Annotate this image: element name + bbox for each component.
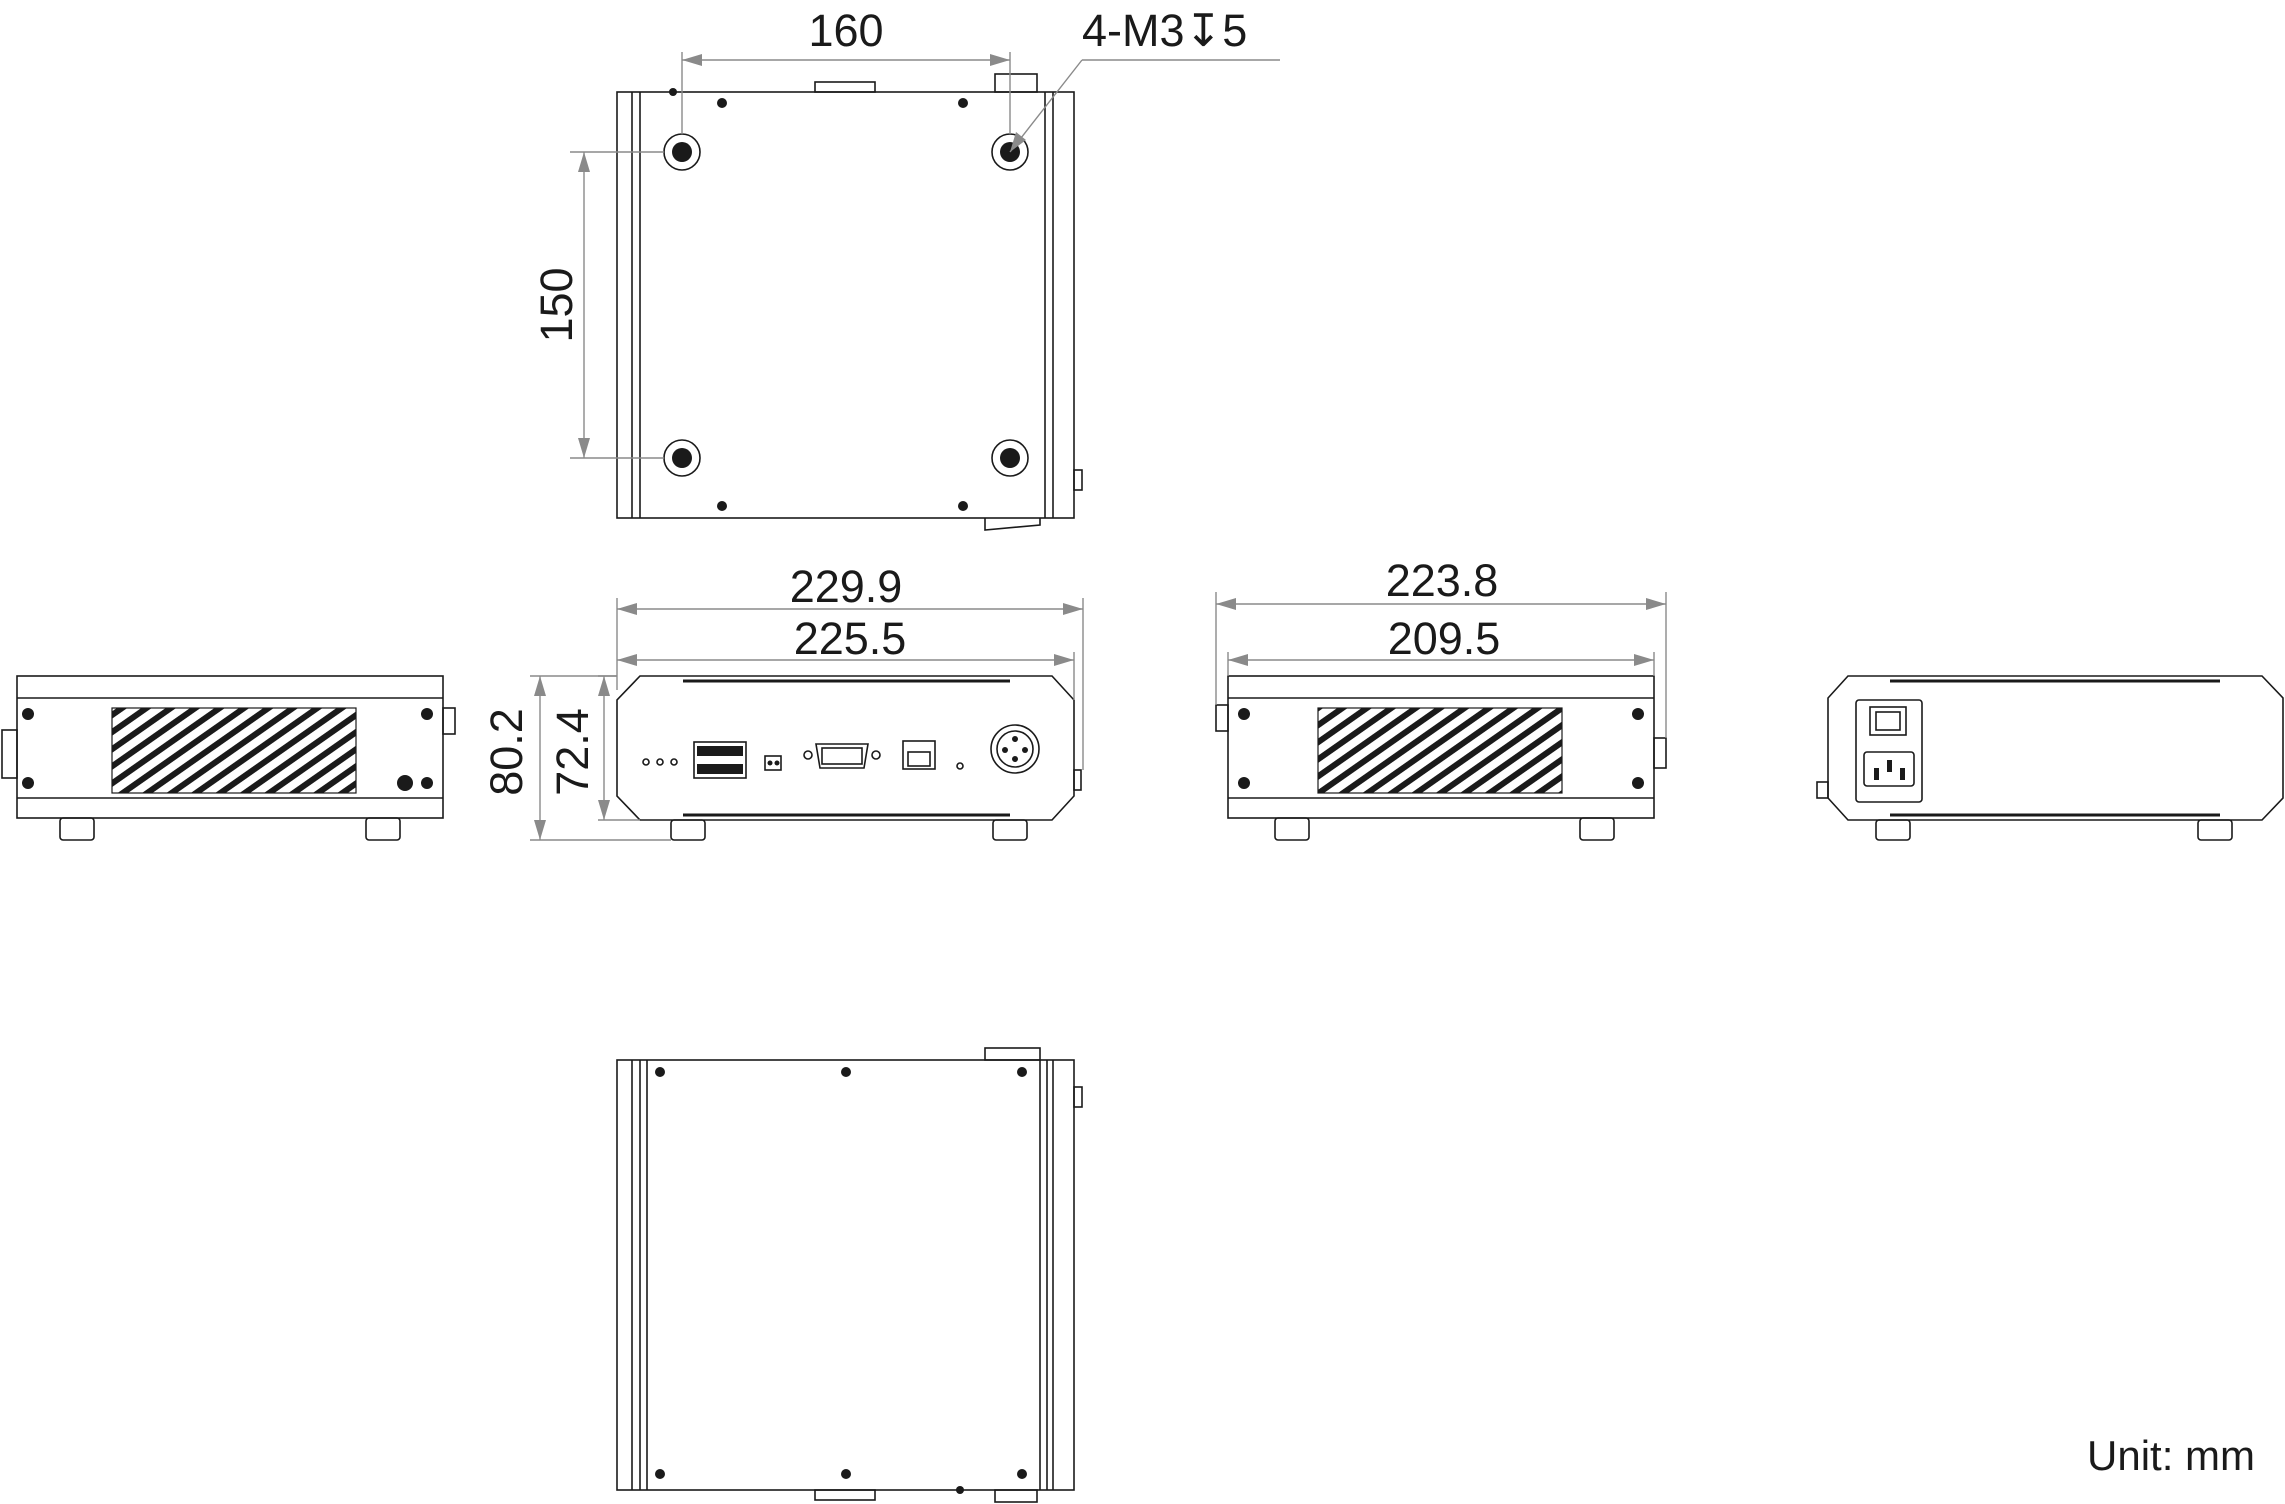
right-side-view — [1215, 592, 1667, 841]
power-inlet — [1863, 751, 1915, 787]
dim-150-label: 150 — [531, 267, 582, 342]
front-view — [530, 598, 1084, 841]
db-connector — [803, 743, 881, 769]
dim-223-8-label: 223.8 — [1386, 555, 1499, 606]
dim-225-5-label: 225.5 — [794, 613, 907, 664]
foot-bottom-right — [991, 439, 1029, 477]
terminal-block — [693, 741, 747, 779]
round-connector — [990, 724, 1040, 774]
dim-72-4-label: 72.4 — [547, 708, 598, 796]
rear-view — [1816, 675, 2284, 841]
top-view — [570, 52, 1280, 531]
dim-209-5-label: 209.5 — [1388, 613, 1501, 664]
foot-bottom-left — [663, 439, 701, 477]
dim-160-label: 160 — [808, 5, 883, 56]
dim-229-9-label: 229.9 — [790, 561, 903, 612]
foot-top-left — [663, 133, 701, 171]
power-switch — [1855, 699, 1923, 803]
left-side-view — [1, 675, 456, 841]
dim-80-2-label: 80.2 — [481, 708, 532, 796]
bottom-view — [616, 1047, 1083, 1503]
unit-label: Unit: mm — [2087, 1432, 2255, 1479]
rj45-port — [902, 740, 936, 770]
dim-mount-holes-label: 4-M3↧5 — [1082, 5, 1247, 56]
